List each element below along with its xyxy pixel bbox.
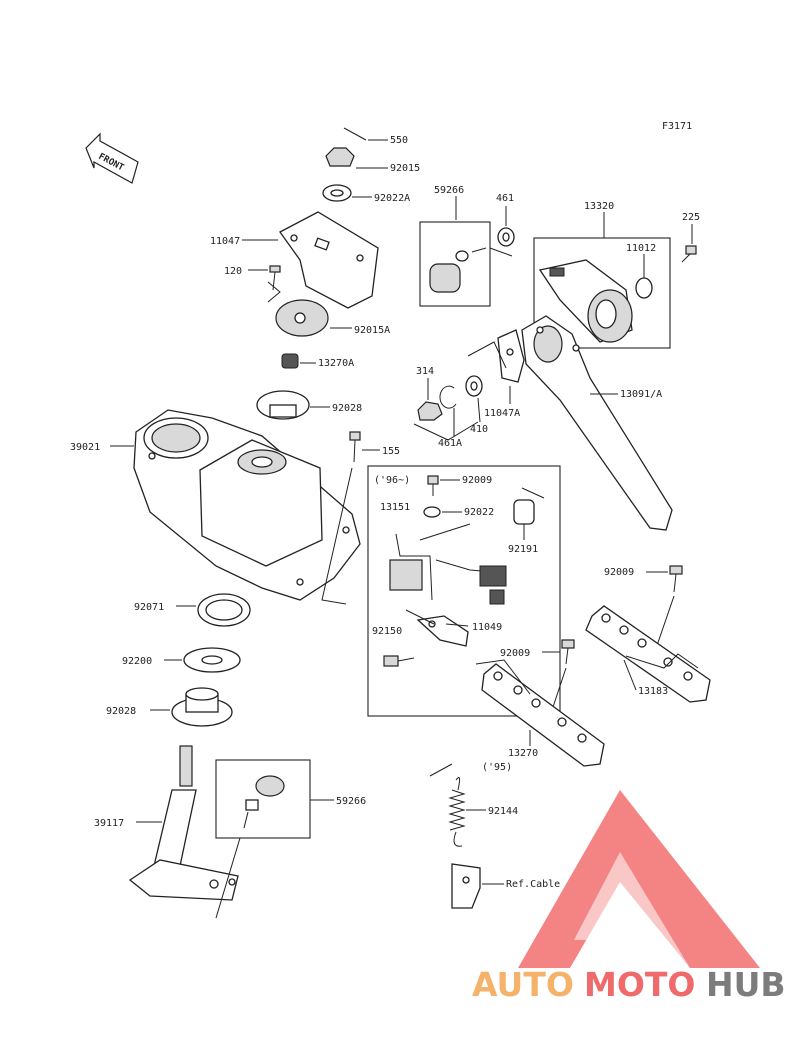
group-box-59266-bottom <box>215 759 334 919</box>
label-59266-bottom: 59266 <box>336 796 366 807</box>
washer-410 <box>465 375 483 423</box>
cotter-pin <box>343 127 388 141</box>
label-92028-bottom: 92028 <box>106 706 136 717</box>
label-410: 410 <box>470 424 488 435</box>
label-461: 461 <box>496 193 514 204</box>
label-92015a: 92015A <box>354 325 390 336</box>
bolt-120 <box>248 265 281 303</box>
label-225: 225 <box>682 212 700 223</box>
label-13091a: 13091/A <box>620 389 662 400</box>
label-155: 155 <box>382 446 400 457</box>
label-92009-b: 92009 <box>604 567 634 578</box>
leader-13183 <box>623 659 637 691</box>
label-ref-cable: Ref.Cable <box>506 879 560 890</box>
washer-461 <box>489 206 515 257</box>
plate-11047a <box>467 329 525 404</box>
washer-92022a <box>322 184 372 202</box>
leader-11049 <box>445 623 469 627</box>
label-92015: 92015 <box>390 163 420 174</box>
label-11047: 11047 <box>210 236 240 247</box>
watermark-hub: HUB <box>706 965 786 1004</box>
seal-92028-top <box>256 390 330 420</box>
label-92022: 92022 <box>464 507 494 518</box>
bracket-11047 <box>242 211 379 309</box>
washer-461a <box>413 385 479 441</box>
cable-bracket <box>451 863 504 909</box>
label-92071: 92071 <box>134 602 164 613</box>
group-box-96 <box>367 465 561 717</box>
spring-92144 <box>429 763 486 847</box>
label-92022a: 92022A <box>374 193 410 204</box>
label-92009-c: 92009 <box>500 648 530 659</box>
figure-code: F3171 <box>662 121 692 132</box>
housing-39021 <box>110 409 361 601</box>
group-box-13320 <box>533 212 671 349</box>
label-11049: 11049 <box>472 622 502 633</box>
label-92150: 92150 <box>372 626 402 637</box>
shaft-39117 <box>128 745 239 901</box>
clip-13270a <box>281 353 316 369</box>
castle-nut <box>325 147 388 169</box>
front-arrow-icon: FRONT <box>85 132 139 184</box>
bar-13270 <box>475 639 605 767</box>
lever-13091a <box>521 315 673 531</box>
label-92009-a: 92009 <box>462 475 492 486</box>
label-92144: 92144 <box>488 806 518 817</box>
label-550: 550 <box>390 135 408 146</box>
label-39021: 39021 <box>70 442 100 453</box>
label-461a: 461A <box>438 438 462 449</box>
label-13183: 13183 <box>638 686 668 697</box>
label-11047a: 11047A <box>484 408 520 419</box>
label-11012: 11012 <box>626 243 656 254</box>
label-39117: 39117 <box>94 818 124 829</box>
ring-92071 <box>176 593 251 627</box>
label-13320: 13320 <box>584 201 614 212</box>
bolt-155 <box>321 431 380 605</box>
seal-92028-bottom <box>150 687 233 727</box>
label-59266-top: 59266 <box>434 185 464 196</box>
label-92028-top: 92028 <box>332 403 362 414</box>
label-92200: 92200 <box>122 656 152 667</box>
label-13270: 13270 <box>508 748 538 759</box>
label-120: 120 <box>224 266 242 277</box>
nut-314 <box>417 378 443 421</box>
label-314: 314 <box>416 366 434 377</box>
washer-92200 <box>164 647 241 673</box>
label-96: ('96~) <box>374 475 410 486</box>
watermark-logo <box>518 790 760 968</box>
watermark-moto: MOTO <box>584 965 695 1004</box>
watermark-auto: AUTO <box>472 965 574 1004</box>
label-13270a: 13270A <box>318 358 354 369</box>
screw-225 <box>681 224 697 263</box>
label-95: ('95) <box>482 762 512 773</box>
label-13151: 13151 <box>380 502 410 513</box>
label-92191: 92191 <box>508 544 538 555</box>
group-box-59266-top <box>419 196 491 307</box>
bar-13183 <box>585 565 711 703</box>
plate-92015a <box>275 299 352 337</box>
